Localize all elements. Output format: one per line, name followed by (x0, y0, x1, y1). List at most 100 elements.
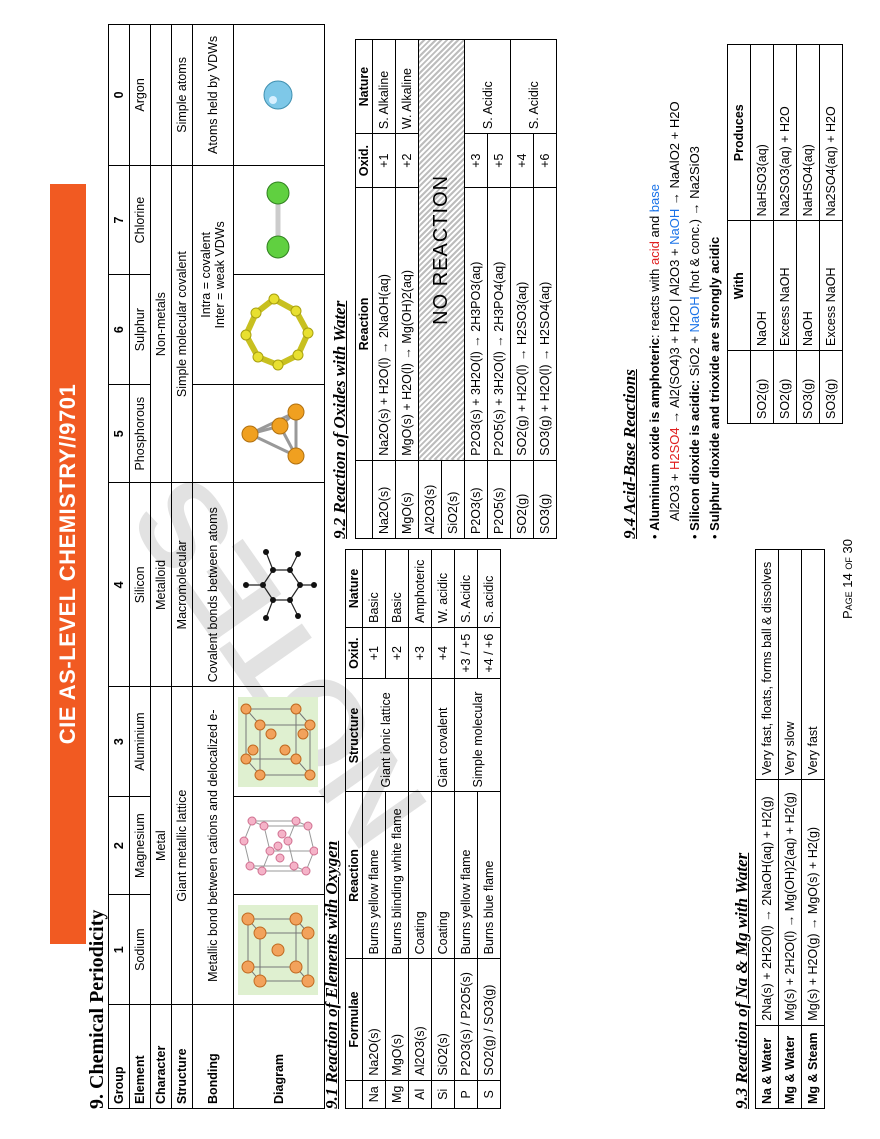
bonding-intra-inter: Intra = covalent Inter = weak VDWs (192, 165, 234, 385)
oxygen-reaction-table: Formulae Reaction Structure Oxid. Nature… (345, 549, 501, 1109)
diagram-magnesium (233, 796, 325, 895)
table-row: SO3(g) Excess NaOH Na2SO4(aq) + H2O (819, 44, 843, 424)
table-row: Mg MgO(s) Burns blinding white flame +2 … (385, 549, 409, 1109)
section-title-periodicity: 9. Chemical Periodicity (86, 909, 108, 1109)
diagram-silicon (233, 482, 325, 687)
structure-giant-metallic: Giant metallic lattice (171, 686, 193, 1005)
periodicity-table: Group 1 2 3 4 5 6 7 0 Element Sodium Mag… (108, 24, 325, 1109)
table-row: Na2O(s) Na2O(s) + H2O(l) → 2NaOH(aq) +1 … (372, 39, 396, 539)
table-row: P P2O3(s) / P2O5(s) Burns yellow flame S… (454, 549, 501, 1109)
col-header: Formulae (345, 958, 363, 1081)
row-label-group: Group (108, 1004, 130, 1109)
structure-macromolecular: Macromolecular (171, 482, 193, 687)
group-cell: 6 (108, 274, 130, 385)
col-header: Produces (727, 44, 751, 221)
diagram-argon (233, 24, 325, 166)
element-cell: Argon (129, 24, 151, 166)
table-row: MgO(s) MgO(s) + H2O(l) → Mg(OH)2(aq) +2 … (395, 39, 419, 539)
table-row: SO2(g) SO2(g) + H2O(l) → H2SO3(aq) +4 S.… (510, 39, 557, 539)
structure-simple-molecular: Simple molecular covalent (171, 165, 193, 483)
row-label-element: Element (129, 1004, 151, 1109)
fcc-lattice-icon (237, 696, 318, 787)
row-label-structure: Structure (171, 1004, 193, 1109)
equation-alumina: Al2O3 + H2SO4 → Al2(SO4)3 + H2O | Al2O3 … (667, 101, 682, 521)
character-empty (150, 24, 172, 166)
table-row: P2O3(s) P2O3(s) + 3H2O(l) → 2H3PO3(aq) +… (464, 39, 511, 539)
group-cell: 1 (108, 894, 130, 1005)
sulphur-oxide-table: With Produces SO2(g) NaOH NaHSO3(aq) SO2… (727, 44, 843, 424)
character-nonmetals: Non-metals (150, 165, 172, 483)
p4-molecule-icon (241, 403, 304, 465)
bonding-argon: Atoms held by VDWs (192, 24, 234, 166)
table-row: Al Al2O3(s) Coating +3 Amphoteric (408, 549, 432, 1109)
element-cell: Phosphorous (129, 384, 151, 483)
oxides-water-table: Reaction Oxid. Nature Na2O(s) Na2O(s) + … (355, 39, 557, 539)
bullet-amphoteric: • Aluminium oxide is amphoteric: reacts … (647, 184, 662, 539)
group-cell: 0 (108, 24, 130, 166)
bcc-lattice-icon (237, 904, 318, 995)
element-cell: Sodium (129, 894, 151, 1005)
structure-simple-atoms: Simple atoms (171, 24, 193, 166)
table-row: Al2O3(s) NO REACTION (418, 39, 465, 539)
table-row: SO2(g) Excess NaOH Na2SO3(aq) + H2O (773, 44, 797, 424)
argon-atom-icon (263, 80, 292, 110)
col-header (345, 1080, 363, 1109)
section-title-oxides-water: 9.2 Reaction of Oxides with Water (330, 300, 349, 539)
diagram-aluminium (233, 686, 325, 797)
acid-base-notes: • Aluminium oxide is amphoteric: reacts … (645, 19, 843, 539)
page-banner: CIE AS-LEVEL CHEMISTRY//9701 (50, 184, 86, 944)
no-reaction-cell: NO REACTION (418, 39, 465, 461)
bullet-silica: • Silicon dioxide is acidic: SiO2 + NaOH… (687, 146, 702, 539)
bullet-sulphur-oxides: • Sulphur dioxide and trioxide are stron… (707, 236, 722, 539)
hcp-lattice-icon (239, 816, 318, 876)
table-row: Mg & Steam Mg(s) + H2O(g) → MgO(s) + H2(… (801, 549, 825, 1109)
col-header: Oxid. (345, 627, 363, 679)
col-header: Nature (355, 39, 373, 134)
group-cell: 7 (108, 165, 130, 275)
table-row: Na Na2O(s) Burns yellow flame Giant ioni… (362, 549, 409, 1109)
row-label-character: Character (150, 1004, 172, 1109)
col-header: Structure (345, 679, 363, 792)
group-cell: 2 (108, 796, 130, 895)
element-cell: Chlorine (129, 165, 151, 275)
element-cell: Sulphur (129, 274, 151, 385)
group-cell: 4 (108, 482, 130, 687)
cl2-molecule-icon (266, 181, 289, 259)
diagram-chlorine (233, 165, 325, 275)
row-label-bonding: Bonding (192, 1004, 234, 1109)
character-metal: Metal (150, 686, 172, 1005)
col-header: Nature (345, 549, 363, 628)
bonding-covalent: Covalent bonds between atoms (192, 482, 234, 687)
diagram-sulphur (233, 274, 325, 385)
section-title-acid-base: 9.4 Acid-Base Reactions (620, 369, 639, 539)
element-cell: Aluminium (129, 686, 151, 797)
col-header: Oxid. (355, 133, 373, 188)
s8-ring-icon (240, 293, 313, 371)
row-label-diagram: Diagram (233, 1004, 325, 1109)
table-row: SO3(g) NaOH NaHSO4(aq) (796, 44, 820, 424)
col-header: Reaction (345, 791, 363, 959)
section-title-oxygen: 9.1 Reaction of Elements with Oxygen (322, 840, 341, 1109)
table-row: SO2(g) NaOH NaHSO3(aq) (750, 44, 774, 424)
bonding-empty (192, 384, 234, 483)
table-row: Si SiO2(s) Coating Giant covalent +4 W. … (431, 549, 455, 1109)
diagram-phosphorous (233, 384, 325, 483)
diamond-lattice-icon (242, 548, 317, 621)
bonding-metallic: Metallic bond between cations and deloca… (192, 686, 234, 1005)
col-header (727, 350, 751, 424)
element-cell: Silicon (129, 482, 151, 687)
group-cell: 3 (108, 686, 130, 797)
page-number: Page 14 of 30 (840, 539, 855, 619)
group-cell: 5 (108, 384, 130, 483)
col-header (355, 460, 373, 539)
na-mg-water-table: Na & Water 2Na(s) + 2H2O(l) → 2NaOH(aq) … (755, 549, 825, 1109)
character-metalloid: Metalloid (150, 482, 172, 687)
bonding-intra: Intra = covalent (199, 231, 213, 318)
table-row: S SO2(g) / SO3(g) Burns blue flame +4 / … (477, 549, 501, 1109)
col-header: Reaction (355, 187, 373, 461)
table-row: Mg & Water Mg(s) + 2H2O(l) → Mg(OH)2(aq)… (778, 549, 802, 1109)
col-header: With (727, 220, 751, 351)
section-title-na-mg-water: 9.3 Reaction of Na & Mg with Water (732, 852, 751, 1109)
table-row: Na & Water 2Na(s) + 2H2O(l) → 2NaOH(aq) … (755, 549, 779, 1109)
diagram-sodium (233, 894, 325, 1005)
